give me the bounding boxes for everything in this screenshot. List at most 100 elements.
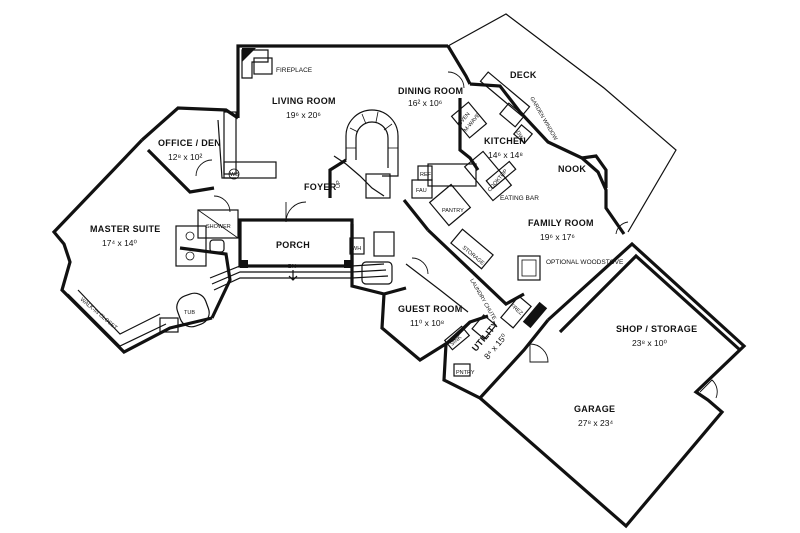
pantry-label: PANTRY [442,208,464,214]
up-label: UP [336,180,342,188]
guest-tub [361,261,393,285]
wet-bar-counter [223,161,277,179]
laundry-chute-label: LAUNDRY CHUTE [468,278,497,322]
pantry [428,183,472,227]
dn-label: DN [288,264,296,270]
frez-label: FREZ [509,303,524,317]
frez [500,295,532,329]
wb-label: WB [230,172,239,178]
porch-post-left [240,260,248,268]
deck-outline [447,13,677,233]
fireplace-hearth [242,48,256,62]
wb-circle [228,168,240,180]
woodstove [517,255,541,281]
vanity [175,225,207,267]
master-office-wall [146,148,215,194]
foyer-label: FOYER [304,182,337,192]
sink [443,325,471,351]
porch-steps-3 [213,275,389,291]
master-bath-wall [159,317,179,333]
utility-door [529,343,549,363]
pantry-wall [402,199,430,231]
fau [411,179,433,199]
shower-label: SHOWER [206,224,231,230]
porch-post-right [344,260,352,268]
porch-steps-2 [211,269,387,285]
office-door [195,159,213,177]
guest-room-top [405,263,469,313]
family-room-dim: 19⁶ x 17⁶ [540,232,575,242]
wet-bar [223,111,237,175]
wh-label: WH [352,246,361,252]
shop-door [699,379,718,399]
guest-door [411,257,429,275]
guest-room-walls [380,293,489,362]
kitchen-label: KITCHEN [484,136,526,146]
office-den-label: OFFICE / DEN [158,138,221,148]
fireplace [241,49,269,79]
optional-woodstove-label: OPTIONAL WOODSTOVE [546,259,624,266]
guest-room-dim: 11⁰ x 10⁸ [410,318,445,328]
vanity-sink [185,231,195,241]
porch-steps [209,263,385,279]
washer-dryer [471,314,497,340]
fireplace-box [253,57,273,75]
guest-bath-walls [350,224,407,296]
stair-tread-3 [361,113,367,125]
deck-door [615,221,629,235]
foyer-wall [328,158,347,198]
nook-label: NOOK [558,164,586,174]
deck-label: DECK [510,70,537,80]
guest-vanity [373,231,395,257]
storage [450,228,494,270]
kitchen-counter-top [479,71,531,117]
office-dim: 12⁸ x 10² [168,152,202,162]
walk-in-closet-walls [67,293,167,347]
vanity-sink-2 [185,251,195,261]
woodstove-inner [521,259,537,277]
shower-line [197,209,239,239]
dining-wall [446,45,472,85]
fau-label: FAU [416,188,427,194]
stair-inner [355,121,389,168]
foyer-closet [365,173,391,199]
oven-mwave [450,101,488,139]
foyer-door [285,201,307,223]
deck-inner [505,13,605,89]
garden-window-box [498,102,526,128]
tub-label: TUB [184,310,195,316]
stair-tread-5 [383,123,393,131]
dw-label: DW [514,130,524,142]
fireplace-label: FIREPLACE [276,67,313,74]
stair-curve [345,109,399,177]
stair-tread-2 [349,127,359,133]
toilet [209,239,225,253]
shop-storage-dim: 23⁸ x 10⁰ [632,338,667,348]
dining-room-dim: 16² x 10⁶ [408,98,442,108]
dw-box [512,124,534,144]
nook-bay [581,154,608,188]
master-suite-dim: 17⁴ x 14⁰ [102,238,138,248]
frez-block [522,301,548,329]
eating-bar [485,160,517,190]
guest-room-label: GUEST ROOM [398,304,463,314]
family-room-label: FAMILY ROOM [528,218,594,228]
office-walls [140,106,239,142]
living-room-label: LIVING ROOM [272,96,336,106]
walk-in-closet-inner [77,289,161,335]
pntry-label: PNTRY [456,370,475,376]
master-door [213,195,231,213]
kitchen-door [447,71,465,89]
garage-label: GARAGE [574,404,615,414]
eating-bar-label: EATING BAR [500,195,539,202]
cooktop [463,150,513,202]
utility-walls [442,319,550,400]
ref-label: REF [420,172,432,178]
wh [349,237,365,255]
porch-label: PORCH [276,240,310,250]
porch-arrow [288,270,298,281]
family-room-wall [478,241,747,529]
master-bath-partition [179,246,232,319]
shop-storage-label: SHOP / STORAGE [616,324,697,334]
